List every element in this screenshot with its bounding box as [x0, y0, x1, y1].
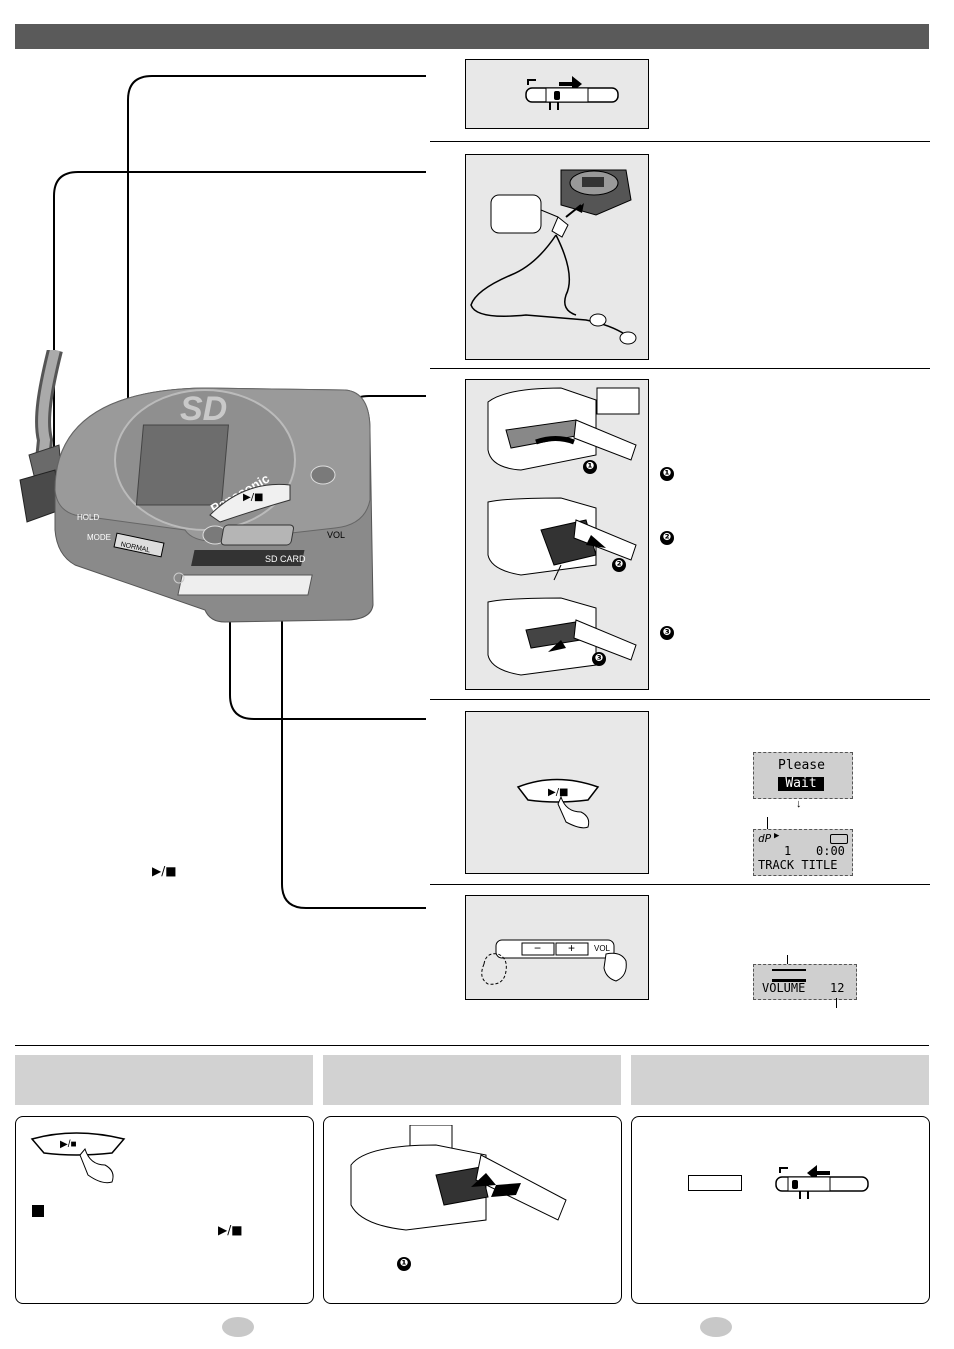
bottom-box-stop: ▶/■ ▶/■ [15, 1116, 314, 1304]
lcd-volume-value: 12 [830, 981, 845, 995]
panel-play-button: ▶/■ [465, 711, 649, 874]
play-stop-symbol-note: ▶/■ [152, 864, 177, 878]
lcd-indicator: ▶ [774, 831, 780, 841]
stop-icon [32, 1205, 44, 1217]
device-illustration: SD Panasonic ▶/■ VOL SD CARD HOLD MODE N… [19, 350, 374, 623]
step-marker-1: ❶ [583, 460, 597, 474]
lcd-track-number: 1 [784, 844, 792, 858]
sd-logo: SD [180, 390, 227, 428]
panel-play-label: ▶/■ [548, 787, 569, 798]
lcd-line-wait: Wait [778, 777, 824, 791]
bottom-box-remove-card: ❶ [323, 1116, 622, 1304]
page-number-left [222, 1317, 254, 1337]
bottom-header-remove [323, 1055, 621, 1105]
lcd-please-wait: Please Wait [753, 752, 853, 799]
lcd-volume-label: VOLUME [762, 981, 806, 995]
text-marker-1: ❶ [660, 467, 674, 481]
lcd-line-please: Please [778, 758, 825, 773]
lcd-mode: dP [758, 832, 772, 845]
lcd-arrow: ↓ [796, 798, 802, 810]
sd-card-label: SD CARD [265, 554, 306, 564]
volume-minus-label: − [534, 941, 542, 955]
panel-earphones [465, 154, 649, 360]
step-marker-2: ❷ [612, 558, 626, 572]
play-stop-label: ▶/■ [243, 492, 264, 503]
label-box [688, 1175, 742, 1191]
lcd-time: 0:00 [816, 844, 845, 858]
bottom-header-hold [631, 1055, 929, 1105]
step-marker-3: ❸ [592, 652, 606, 666]
text-marker-2: ❷ [660, 531, 674, 545]
volume-level-bar [772, 969, 806, 982]
battery-icon [830, 834, 848, 844]
bottom-play-label: ▶/■ [60, 1139, 77, 1150]
vol-label: VOL [327, 530, 345, 540]
panel-volume: − + VOL [465, 895, 649, 1000]
mode-label: MODE [87, 533, 111, 542]
header-bar [15, 24, 929, 49]
lcd-track-display: dP ▶ 1 0:00 TRACK TITLE [753, 829, 853, 876]
bottom-play-symbol: ▶/■ [218, 1223, 243, 1237]
page-number-right [700, 1317, 732, 1337]
bottom-box-hold [631, 1116, 930, 1304]
volume-vol-label: VOL [594, 944, 611, 953]
hold-label: HOLD [77, 513, 99, 522]
text-marker-3: ❸ [660, 626, 674, 640]
panel-insert-card: ❶ ❷ ❸ [465, 379, 649, 690]
lcd-track-title: TRACK TITLE [758, 858, 838, 872]
volume-plus-label: + [568, 941, 576, 955]
bottom-header-stop [15, 1055, 313, 1105]
bottom-marker-1: ❶ [397, 1257, 411, 1271]
lcd-volume-display: VOLUME 12 [753, 964, 857, 1000]
panel-hold-switch [465, 59, 649, 129]
